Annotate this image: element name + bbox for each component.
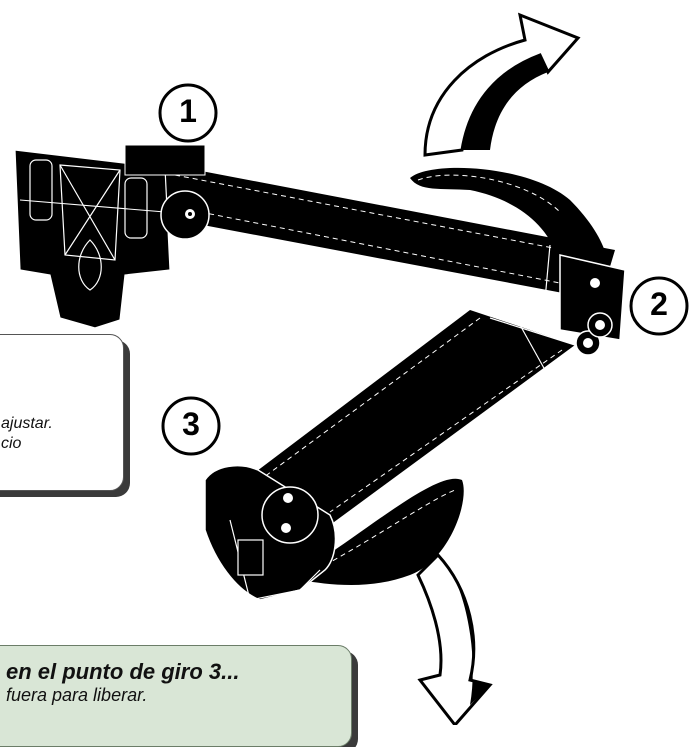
callout-line-2: cio <box>1 435 22 452</box>
lower-hook <box>300 478 464 585</box>
callout-line-1: ajustar. <box>1 415 53 432</box>
mounting-bracket <box>14 144 210 329</box>
marker-2-label: 2 <box>650 286 668 322</box>
lower-arm <box>245 310 576 525</box>
instruction-subtitle: fuera para liberar. <box>6 685 148 705</box>
upper-arm <box>150 165 615 301</box>
marker-3 <box>161 396 221 456</box>
marker-1-label: 1 <box>179 93 197 129</box>
rotate-up-arrow-icon <box>423 12 581 157</box>
pivot-2-joint <box>559 254 626 356</box>
info-callout <box>0 334 124 491</box>
marker-3-label: 3 <box>182 406 200 442</box>
rotate-down-arrow-icon <box>416 552 493 725</box>
upper-hook <box>410 167 607 270</box>
pivot-3-joint <box>204 464 337 601</box>
instruction-title: en el punto de giro 3... <box>6 659 240 684</box>
assembly-diagram <box>14 12 689 725</box>
marker-2 <box>629 276 689 336</box>
marker-1 <box>158 83 218 143</box>
